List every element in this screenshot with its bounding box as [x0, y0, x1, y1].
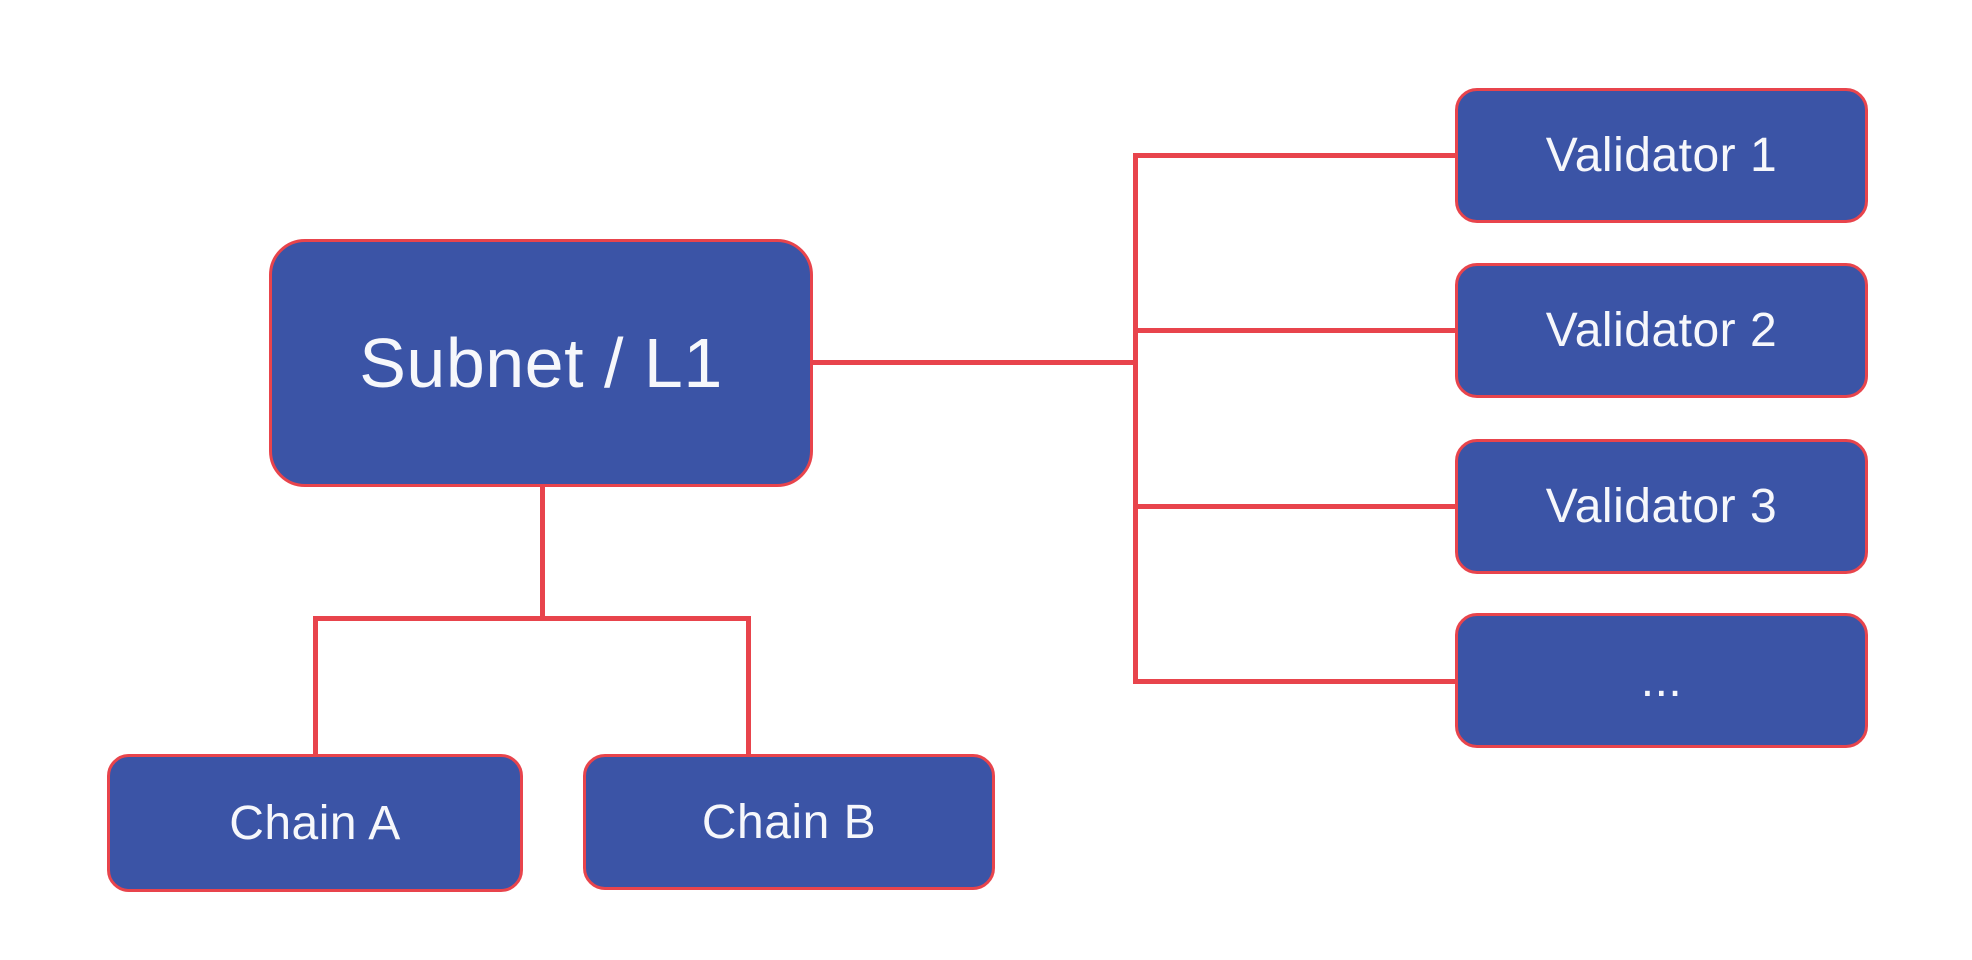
- chain-b-node: Chain B: [583, 754, 995, 890]
- connector-branch-validator-more: [1133, 679, 1455, 684]
- connector-branch-validator-1: [1133, 153, 1455, 158]
- connector-chains-bar: [313, 616, 751, 621]
- connector-subnet-to-trunk: [811, 360, 1137, 365]
- connector-branch-validator-2: [1133, 328, 1455, 333]
- validator-2-node: Validator 2: [1455, 263, 1868, 398]
- validator-3-node: Validator 3: [1455, 439, 1868, 574]
- connector-drop-chain-b: [746, 616, 751, 754]
- chain-a-node: Chain A: [107, 754, 523, 892]
- validator-more-node: ...: [1455, 613, 1868, 748]
- connector-subnet-to-chains: [540, 485, 545, 621]
- connector-branch-validator-3: [1133, 504, 1455, 509]
- connector-validator-trunk: [1133, 153, 1138, 684]
- connector-drop-chain-a: [313, 616, 318, 754]
- validator-1-node: Validator 1: [1455, 88, 1868, 223]
- subnet-node: Subnet / L1: [269, 239, 813, 487]
